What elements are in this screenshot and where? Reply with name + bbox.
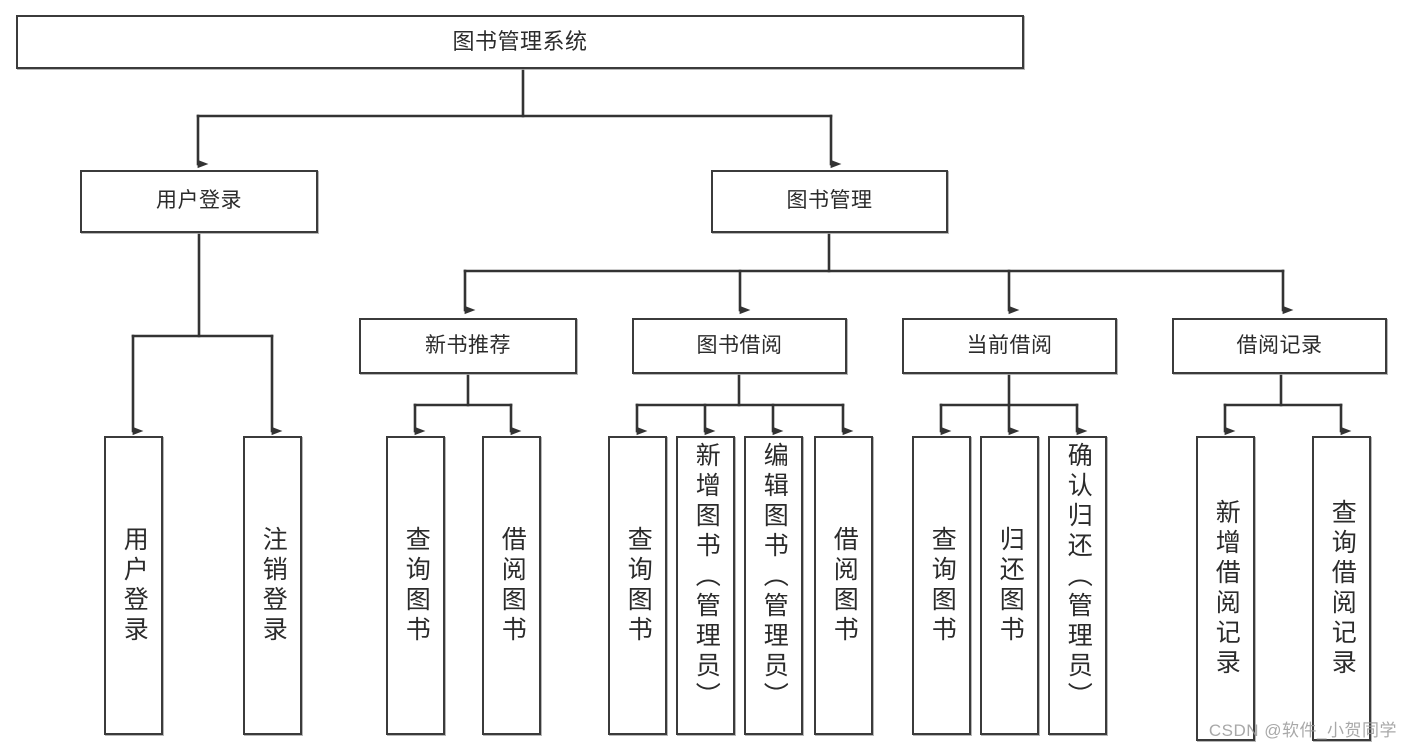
leaf-current-query-book[interactable]: 查询图书 xyxy=(912,436,971,735)
node-label: 用户登录 xyxy=(120,525,149,646)
leaf-user-login-login[interactable]: 用户登录 xyxy=(104,436,163,735)
node-label: 注销登录 xyxy=(259,525,288,646)
node-root[interactable]: 图书管理系统 xyxy=(16,15,1024,69)
leaf-borrow-edit-book-admin[interactable]: 编辑图书（管理员） xyxy=(744,436,803,735)
node-new-book-recommend[interactable]: 新书推荐 xyxy=(359,318,577,374)
node-label: 当前借阅 xyxy=(966,333,1053,357)
node-current-borrow[interactable]: 当前借阅 xyxy=(902,318,1117,374)
leaf-borrow-borrow-book[interactable]: 借阅图书 xyxy=(814,436,873,735)
leaf-borrow-add-book-admin[interactable]: 新增图书（管理员） xyxy=(676,436,735,735)
node-label: 图书管理 xyxy=(786,189,873,213)
node-label: 借阅记录 xyxy=(1236,333,1323,357)
node-label: 查询图书 xyxy=(928,525,957,646)
node-label: 确认归还（管理员） xyxy=(1064,442,1093,712)
node-label: 用户登录 xyxy=(156,189,242,213)
node-label: 编辑图书（管理员） xyxy=(760,442,789,712)
leaf-records-add-record[interactable]: 新增借阅记录 xyxy=(1196,436,1255,741)
node-book-management[interactable]: 图书管理 xyxy=(711,170,948,233)
node-borrow-records[interactable]: 借阅记录 xyxy=(1172,318,1387,374)
node-book-borrow[interactable]: 图书借阅 xyxy=(632,318,847,374)
leaf-new-book-borrow[interactable]: 借阅图书 xyxy=(482,436,541,735)
leaf-records-query-record[interactable]: 查询借阅记录 xyxy=(1312,436,1371,741)
node-label: 图书借阅 xyxy=(696,333,783,357)
node-label: 新增图书（管理员） xyxy=(692,442,721,712)
node-label: 新书推荐 xyxy=(425,333,511,357)
leaf-user-login-logout[interactable]: 注销登录 xyxy=(243,436,302,735)
node-label: 图书管理系统 xyxy=(452,29,588,55)
leaf-current-return-book[interactable]: 归还图书 xyxy=(980,436,1039,735)
node-label: 新增借阅记录 xyxy=(1212,498,1241,679)
node-label: 借阅图书 xyxy=(498,525,527,646)
leaf-new-book-query[interactable]: 查询图书 xyxy=(386,436,445,735)
node-label: 查询借阅记录 xyxy=(1328,498,1357,679)
leaf-borrow-query-book[interactable]: 查询图书 xyxy=(608,436,667,735)
node-label: 查询图书 xyxy=(402,525,431,646)
node-user-login[interactable]: 用户登录 xyxy=(80,170,318,233)
node-label: 借阅图书 xyxy=(830,525,859,646)
node-label: 归还图书 xyxy=(996,525,1025,646)
leaf-current-confirm-return-admin[interactable]: 确认归还（管理员） xyxy=(1048,436,1107,735)
node-label: 查询图书 xyxy=(624,525,653,646)
